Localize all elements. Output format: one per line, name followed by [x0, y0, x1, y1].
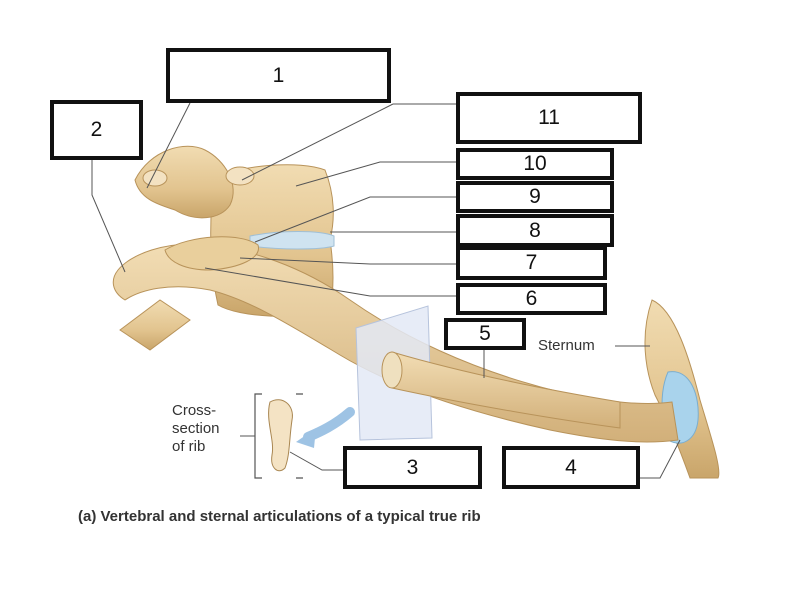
rib-cross-section: [268, 399, 293, 472]
sternum-label: Sternum: [538, 337, 595, 354]
section-arrow-head: [296, 428, 316, 448]
cross-section-label: Cross- section of rib: [172, 402, 220, 456]
label-box-7[interactable]: 7: [456, 246, 607, 280]
leader-2: [91, 160, 126, 273]
leader-1b: [241, 103, 394, 181]
facet: [142, 169, 168, 187]
label-box-5[interactable]: 5: [444, 318, 526, 350]
label-box-10[interactable]: 10: [456, 148, 614, 180]
facet: [225, 166, 255, 186]
leader-7: [239, 257, 456, 265]
intervertebral-disc: [249, 231, 335, 250]
leader-9: [254, 196, 456, 243]
rib-head: [164, 236, 259, 271]
label-box-4[interactable]: 4: [502, 446, 640, 489]
cross-section-line-3: of rib: [172, 438, 206, 455]
cross-section-line-2: section: [172, 420, 220, 437]
transverse-process: [119, 299, 191, 351]
label-box-3[interactable]: 3: [343, 446, 482, 489]
label-box-8[interactable]: 8: [456, 214, 614, 247]
label-box-6[interactable]: 6: [456, 283, 607, 315]
leader-10: [295, 161, 456, 187]
leader-3: [289, 451, 345, 471]
label-box-2[interactable]: 2: [50, 100, 143, 160]
leader-6: [204, 267, 456, 297]
leader-1a: [146, 102, 191, 189]
rib-shaft-front: [391, 351, 621, 429]
rib-cut-face: [381, 351, 403, 389]
label-box-11[interactable]: 11: [456, 92, 642, 144]
leader-4: [640, 439, 681, 479]
label-box-9[interactable]: 9: [456, 181, 614, 213]
label-box-1[interactable]: 1: [166, 48, 391, 103]
cross-section-line-1: Cross-: [172, 402, 217, 419]
figure-caption: (a) Vertebral and sternal articulations …: [78, 508, 481, 525]
